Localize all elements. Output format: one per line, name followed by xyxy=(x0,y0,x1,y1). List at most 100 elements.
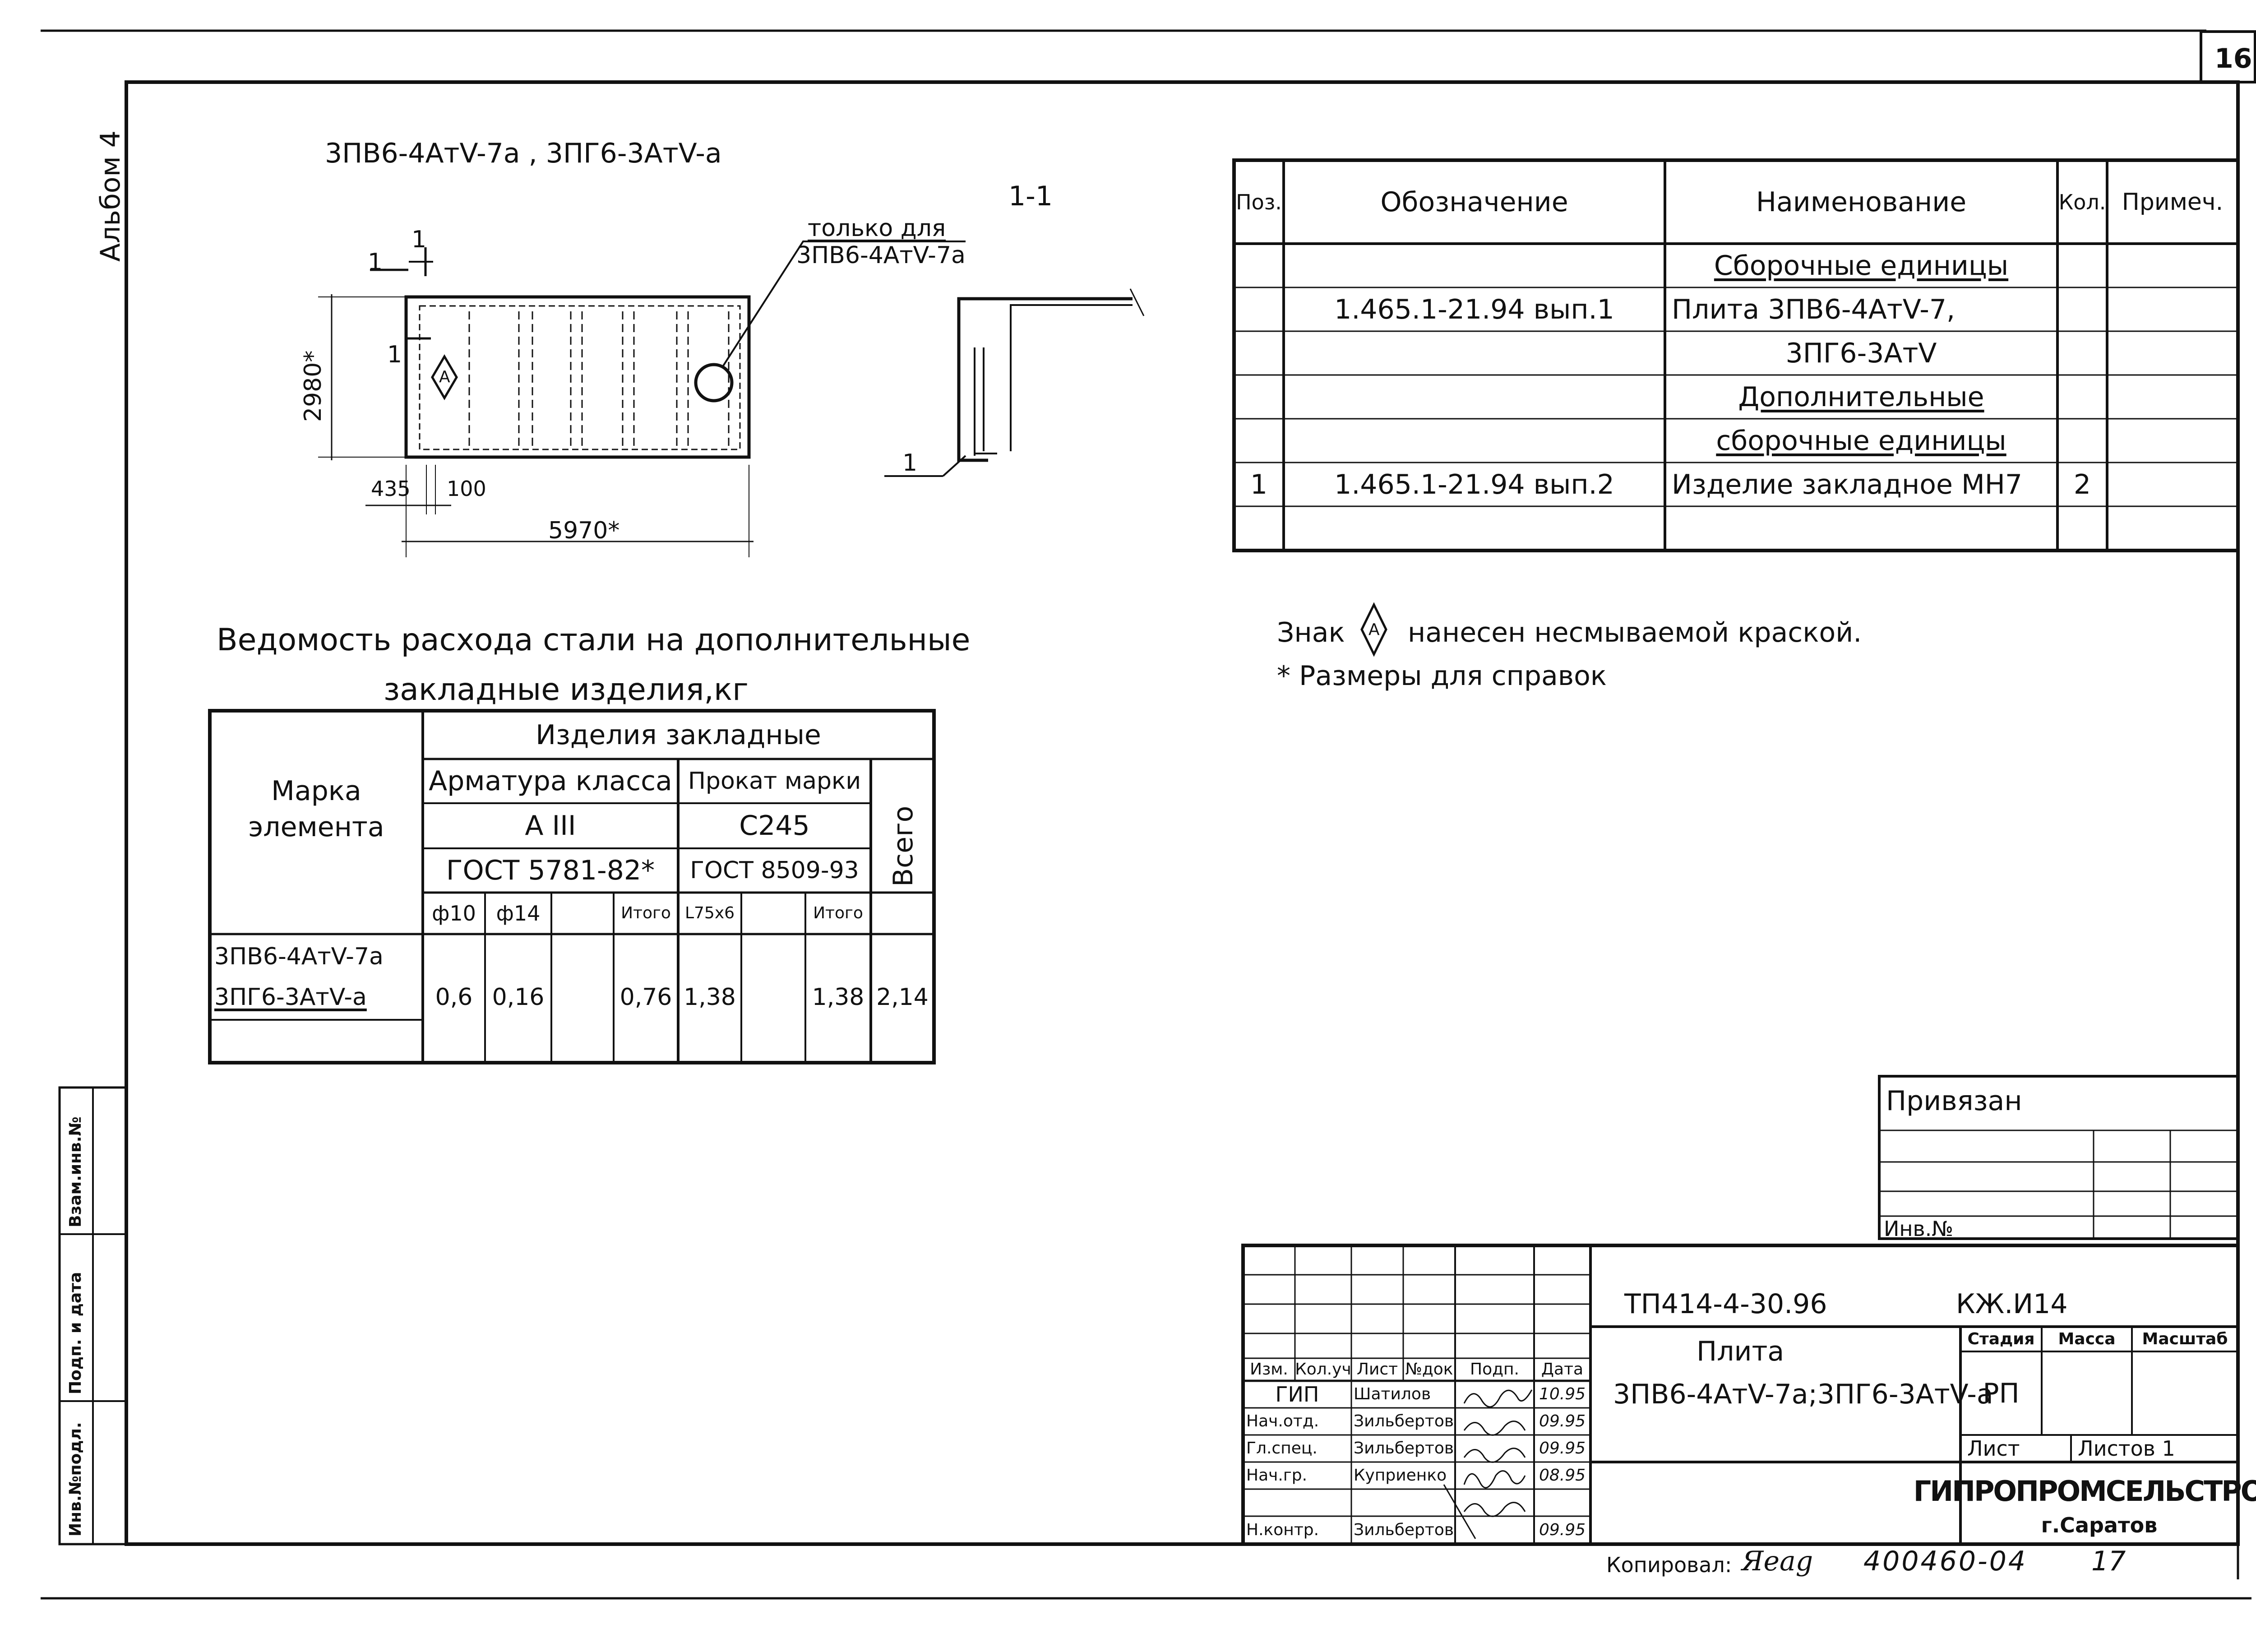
cut-mark-1: 1 xyxy=(368,249,383,276)
org-name: ГИПРОПРОМСЕЛЬСТРОЙ xyxy=(1913,1475,2256,1508)
masshtab-header: Масштаб xyxy=(2142,1329,2228,1348)
dim-gap: 100 xyxy=(447,477,486,501)
spec-row-name: 3ПГ6-3АтV xyxy=(1785,337,1937,369)
org-city: г.Саратов xyxy=(2041,1513,2158,1537)
spec-row-name: сборочные единицы xyxy=(1716,425,2006,457)
steel-sub-header: L75x6 xyxy=(684,904,735,922)
cut-mark-3: 1 xyxy=(387,341,402,368)
tb-date: 10.95 xyxy=(1539,1385,1586,1403)
steel-row-mark-2: 3ПГ6-3АтV-а xyxy=(214,984,367,1011)
stadiya-header: Стадия xyxy=(1967,1329,2035,1348)
steel-col-mark-l2: элемента xyxy=(248,811,384,843)
tb-col-header: Дата xyxy=(1541,1360,1584,1379)
tb-col-header: Лист xyxy=(1356,1360,1398,1379)
spec-header-name: Наименование xyxy=(1756,186,1967,218)
tb-col-header: №док xyxy=(1405,1360,1453,1379)
album-label: Альбом 4 xyxy=(95,130,126,262)
note-line1-a: Знак xyxy=(1277,617,1345,648)
tb-date: 09.95 xyxy=(1539,1439,1586,1458)
steel-armatura-gost: ГОСТ 5781-82* xyxy=(446,855,655,886)
tb-col-header: Изм. xyxy=(1250,1360,1288,1379)
doc-mark: КЖ.И14 xyxy=(1956,1288,2068,1320)
steel-row-value: 0,6 xyxy=(435,984,473,1011)
note-line1-b: нанесен несмываемой краской. xyxy=(1408,617,1862,648)
steel-group: Изделия закладные xyxy=(536,719,821,751)
steel-prokat-gost: ГОСТ 8509-93 xyxy=(690,857,859,884)
doc-name-line2: 3ПВ6-4АтV-7а;3ПГ6-3АтV-а xyxy=(1613,1379,1993,1410)
spec-row-name: Сборочные единицы xyxy=(1714,250,2009,282)
steel-row-value: 1,38 xyxy=(684,984,736,1011)
steel-sub-header: Итого xyxy=(813,904,863,922)
stadiya-value: РП xyxy=(1983,1377,2020,1409)
tb-role: ГИП xyxy=(1275,1382,1319,1407)
doc-code: ТП414-4-30.96 xyxy=(1624,1288,1827,1320)
steel-row-mark-1: 3ПВ6-4АтV-7а xyxy=(214,943,384,970)
spec-row-name: Плита 3ПВ6-4АтV-7, xyxy=(1672,293,1956,325)
footer-copied: Копировал: xyxy=(1606,1553,1732,1577)
tb-person: Куприенко xyxy=(1354,1466,1447,1485)
steel-col-mark-l1: Марка xyxy=(271,775,361,807)
steel-row-total: 2,14 xyxy=(876,984,929,1011)
spec-row-name: Изделие закладное МН7 xyxy=(1672,468,2023,500)
tb-role: Н.контр. xyxy=(1246,1521,1319,1539)
section-callout: 1 xyxy=(902,449,918,477)
sheet-number: 16 xyxy=(2214,43,2252,74)
tb-col-header: Кол.уч xyxy=(1295,1360,1351,1379)
diamond-mark: А xyxy=(439,368,450,386)
steel-table-title-2: закладные изделия,кг xyxy=(384,672,749,708)
margin-inv-podl: Инв.№подл. xyxy=(66,1422,85,1537)
tb-date: 08.95 xyxy=(1539,1466,1586,1485)
spec-header-qty: Кол. xyxy=(2058,190,2106,214)
steel-table-title-1: Ведомость расхода стали на дополнительны… xyxy=(217,622,971,658)
note-line1-mark: А xyxy=(1368,620,1380,639)
margin-vzam-inv: Взам.инв.№ xyxy=(66,1116,85,1227)
dim-width: 5970* xyxy=(548,517,620,544)
spec-row-designation: 1.465.1-21.94 вып.2 xyxy=(1334,468,1614,500)
steel-sub-header: ф14 xyxy=(496,901,541,925)
cut-mark-2: 1 xyxy=(411,226,427,253)
tb-person: Зильбертов xyxy=(1354,1521,1454,1539)
spec-header-designation: Обозначение xyxy=(1380,186,1568,218)
massa-header: Масса xyxy=(2058,1329,2116,1348)
steel-prokat: Прокат марки xyxy=(688,768,861,795)
steel-row-value: 0,16 xyxy=(492,984,545,1011)
spec-header-pos: Поз. xyxy=(1236,190,1282,214)
spec-row-qty: 2 xyxy=(2073,468,2091,500)
tb-col-header: Подп. xyxy=(1470,1360,1519,1379)
listov-label: Листов 1 xyxy=(2078,1436,2175,1461)
steel-sub-header: ф10 xyxy=(432,901,476,925)
footer-copied-sign: Яеаg xyxy=(1742,1546,1813,1577)
dim-height: 2980* xyxy=(300,350,327,422)
doc-name-line1: Плита xyxy=(1697,1336,1784,1367)
steel-prokat-mark: С245 xyxy=(739,810,810,842)
tb-date: 09.95 xyxy=(1539,1521,1586,1539)
steel-armatura-class: А III xyxy=(525,810,576,842)
dim-left: 435 xyxy=(371,477,411,501)
section-label: 1-1 xyxy=(1008,180,1053,212)
note-line2: * Размеры для справок xyxy=(1277,660,1607,692)
spec-row-name: Дополнительные xyxy=(1738,381,1984,413)
note-only-for-line1: только для xyxy=(808,215,946,242)
tb-role: Нач.отд. xyxy=(1246,1412,1319,1430)
steel-total-header: Всего xyxy=(888,805,919,887)
tb-role: Гл.спец. xyxy=(1246,1439,1318,1458)
steel-row-value: 0,76 xyxy=(619,984,672,1011)
steel-sub-header: Итого xyxy=(621,904,671,922)
tb-person: Зильбертов xyxy=(1354,1412,1454,1430)
tb-role: Нач.гр. xyxy=(1246,1466,1308,1485)
drawing-title: 3ПВ6-4АтV-7а , 3ПГ6-3АтV-а xyxy=(325,138,722,169)
margin-podp-data: Подп. и дата xyxy=(66,1272,85,1394)
privyazan-label: Привязан xyxy=(1886,1085,2022,1117)
note-only-for-line2: 3ПВ6-4АтV-7а xyxy=(796,242,966,269)
tb-person: Шатилов xyxy=(1354,1385,1431,1403)
privyazan-inv: Инв.№ xyxy=(1884,1217,1954,1241)
list-label: Лист xyxy=(1967,1436,2020,1461)
spec-row-designation: 1.465.1-21.94 вып.1 xyxy=(1334,293,1614,325)
tb-date: 09.95 xyxy=(1539,1412,1586,1430)
spec-row-pos: 1 xyxy=(1250,468,1268,500)
tb-person: Зильбертов xyxy=(1354,1439,1454,1458)
spec-header-note: Примеч. xyxy=(2122,188,2224,216)
footer-number: 400460-04 xyxy=(1863,1546,2028,1577)
footer-page: 17 xyxy=(2091,1546,2126,1577)
